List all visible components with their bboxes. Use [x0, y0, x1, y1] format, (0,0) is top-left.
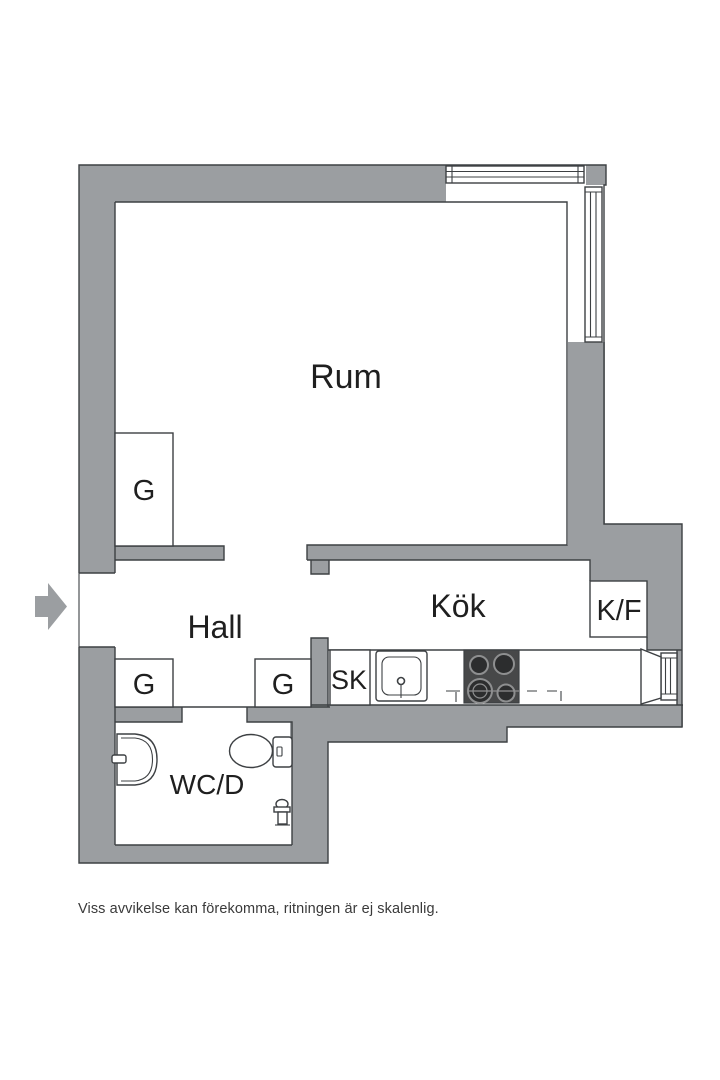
window-right: [584, 186, 603, 343]
stove-icon: [463, 649, 520, 704]
disclaimer-text: Viss avvikelse kan förekomma, ritningen …: [78, 901, 439, 917]
wall-balcony-sliver: [677, 650, 682, 707]
wall-tab-hall-kitchen: [311, 560, 329, 574]
wall-corner-post: [586, 165, 606, 185]
wall-kitchen-bottom-b: [493, 705, 683, 727]
label-main-room: Rum: [310, 358, 382, 396]
wardrobe-hall-left-box: [114, 658, 174, 708]
label-fridge-freezer: K/F: [596, 595, 641, 627]
cleaning-cabinet-box: [329, 649, 371, 706]
wall-room-bottom: [307, 545, 590, 560]
wall-left-upper: [79, 202, 115, 573]
sink-icon: [375, 650, 428, 702]
wardrobe-hall-right-box: [254, 658, 312, 708]
label-bathroom: WC/D: [170, 769, 245, 800]
label-wardrobe-hall-left: G: [133, 669, 156, 701]
wall-right-of-fridge: [647, 581, 682, 650]
label-kitchen: Kök: [430, 588, 486, 624]
wall-left-lower: [79, 647, 115, 863]
walls: [79, 165, 683, 863]
label-hall: Hall: [187, 609, 242, 645]
wall-below-wardrobe-right: [247, 707, 330, 722]
wardrobe-room-box: [114, 432, 174, 547]
wall-hall-top: [115, 546, 224, 560]
toilet-icon: [228, 733, 293, 769]
window-top: [445, 165, 585, 184]
label-wardrobe-room: G: [133, 475, 156, 507]
shower-valve-icon: [273, 798, 291, 826]
label-wardrobe-hall-right: G: [272, 669, 295, 701]
balcony-door-leaf: [640, 647, 662, 705]
entrance-arrow-icon: [35, 583, 67, 630]
outer-outline: [78, 164, 683, 864]
wall-top: [79, 165, 446, 202]
wall-bottom-wc: [79, 845, 328, 863]
fridge-freezer-box: [589, 580, 648, 638]
wall-right-column: [568, 342, 605, 552]
label-cleaning-cabinet: SK: [331, 665, 367, 695]
wall-above-fridge: [590, 545, 682, 581]
washbasin-icon: [111, 733, 158, 786]
counter-dashed-line: [446, 690, 562, 702]
window-balcony: [660, 652, 678, 701]
wall-pillar-hall-kitchen: [311, 638, 328, 707]
wall-below-wardrobe-left: [111, 707, 182, 722]
